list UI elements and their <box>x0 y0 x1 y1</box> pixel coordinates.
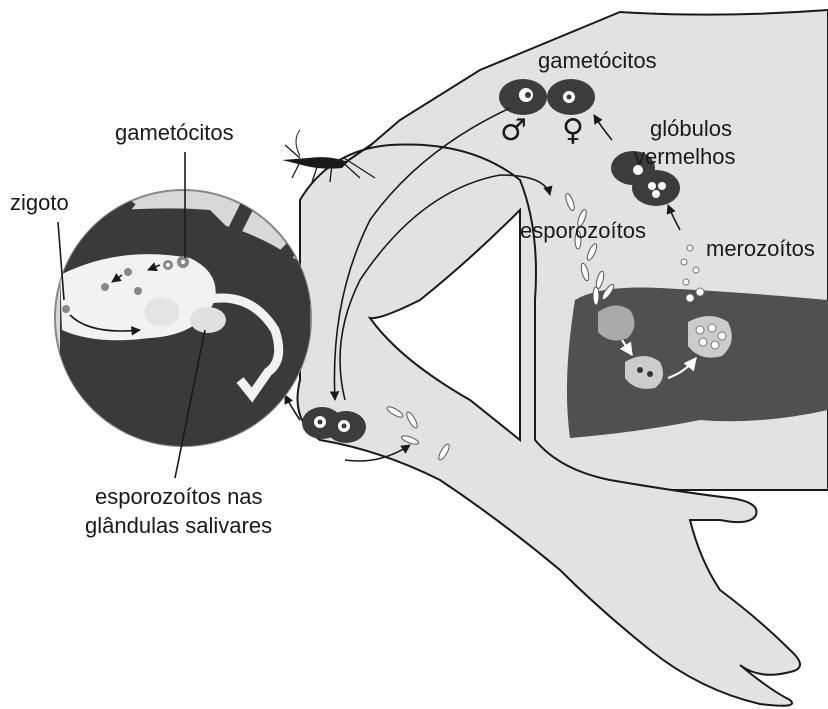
male-symbol: ♂ <box>500 113 527 148</box>
label-zygote: zigoto <box>10 190 69 215</box>
label-salivary-line1: esporozoítos nas <box>95 484 263 509</box>
label-gametocytes-top: gametócitos <box>538 48 657 73</box>
infected-liver-cell <box>598 305 635 340</box>
label-red-cells-line2: vermelhos <box>634 144 735 169</box>
female-symbol: ♀ <box>562 113 584 148</box>
label-red-cells-line1: glóbulos <box>650 116 732 141</box>
label-gametocytes-left: gametócitos <box>115 120 234 145</box>
mosquito-magnified-view <box>55 190 311 460</box>
label-merozoites: merozoítos <box>706 236 815 261</box>
label-sporozoites: esporozoítos <box>520 218 646 243</box>
label-salivary-line2: glândulas salivares <box>85 513 272 538</box>
